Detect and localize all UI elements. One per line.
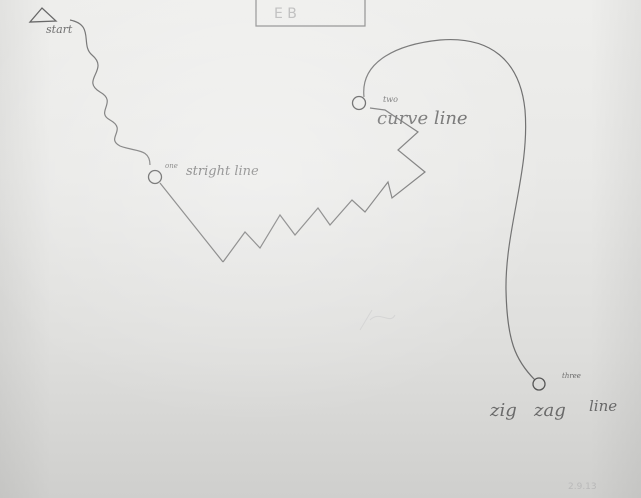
curve-path	[363, 38, 536, 381]
node-one	[147, 169, 163, 185]
node-two	[351, 95, 367, 111]
zig-label: zig	[489, 400, 517, 421]
three-label: three	[562, 372, 581, 380]
node-three	[532, 377, 546, 391]
wavy-path	[69, 19, 151, 166]
two-label: two	[383, 95, 398, 104]
zag-label: zag	[533, 400, 566, 421]
header-box	[255, 0, 366, 27]
faint-stroke	[359, 309, 396, 331]
start-triangle	[28, 7, 58, 23]
start-label: start	[46, 23, 73, 36]
one-label: one	[165, 162, 178, 170]
header-box-text: E B	[274, 6, 297, 22]
line-label: line	[589, 397, 617, 415]
corner-note: 2.9.13	[568, 482, 597, 492]
curve-line-label: curve line	[377, 108, 468, 129]
zigzag-path	[222, 107, 426, 263]
straight-line-label: stright line	[186, 164, 259, 179]
straight-segment	[159, 182, 224, 263]
